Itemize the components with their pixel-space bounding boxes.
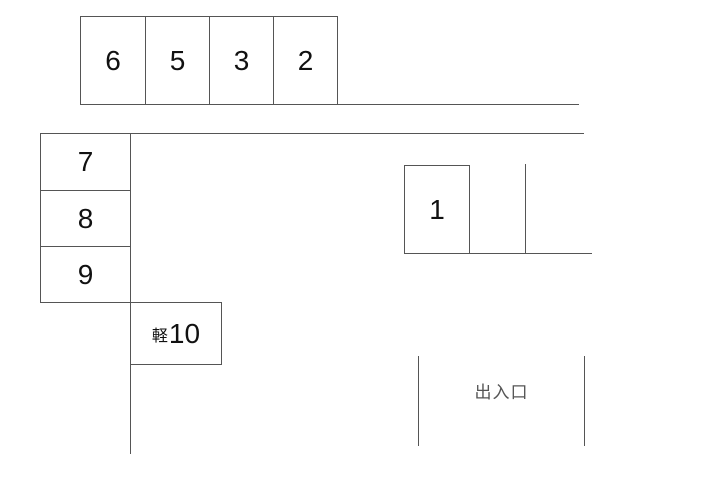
lot-boundary-top: [130, 133, 584, 134]
space-number: 8: [77, 202, 94, 234]
kei-car-label: 軽: [151, 327, 168, 345]
space-number: 5: [169, 44, 186, 76]
parking-space-7[interactable]: 7: [40, 133, 131, 191]
parking-space-kei-10[interactable]: 軽 10: [130, 302, 222, 365]
parking-space-2[interactable]: 2: [273, 16, 338, 105]
entrance-exit-label: 出入口: [474, 383, 529, 403]
space-number: 1: [429, 193, 445, 225]
space-number: 2: [297, 44, 314, 76]
space-divider-line: [525, 164, 526, 254]
parking-space-9[interactable]: 9: [40, 246, 131, 303]
parking-space-5[interactable]: 5: [145, 16, 210, 105]
entrance-right-post: [584, 356, 585, 446]
top-row-baseline: [337, 104, 579, 105]
parking-space-8[interactable]: 8: [40, 190, 131, 247]
lot-boundary-left: [130, 364, 131, 454]
parking-space-3[interactable]: 3: [209, 16, 274, 105]
space-number: 7: [77, 146, 94, 177]
parking-space-1[interactable]: 1: [404, 165, 470, 254]
parking-space-6[interactable]: 6: [80, 16, 146, 105]
entrance-left-post: [418, 356, 419, 446]
space-number: 6: [105, 44, 121, 76]
space-1-row-baseline: [469, 253, 592, 254]
space-number: 3: [233, 44, 250, 76]
space-number: 10: [168, 317, 201, 349]
space-number: 9: [77, 258, 94, 290]
